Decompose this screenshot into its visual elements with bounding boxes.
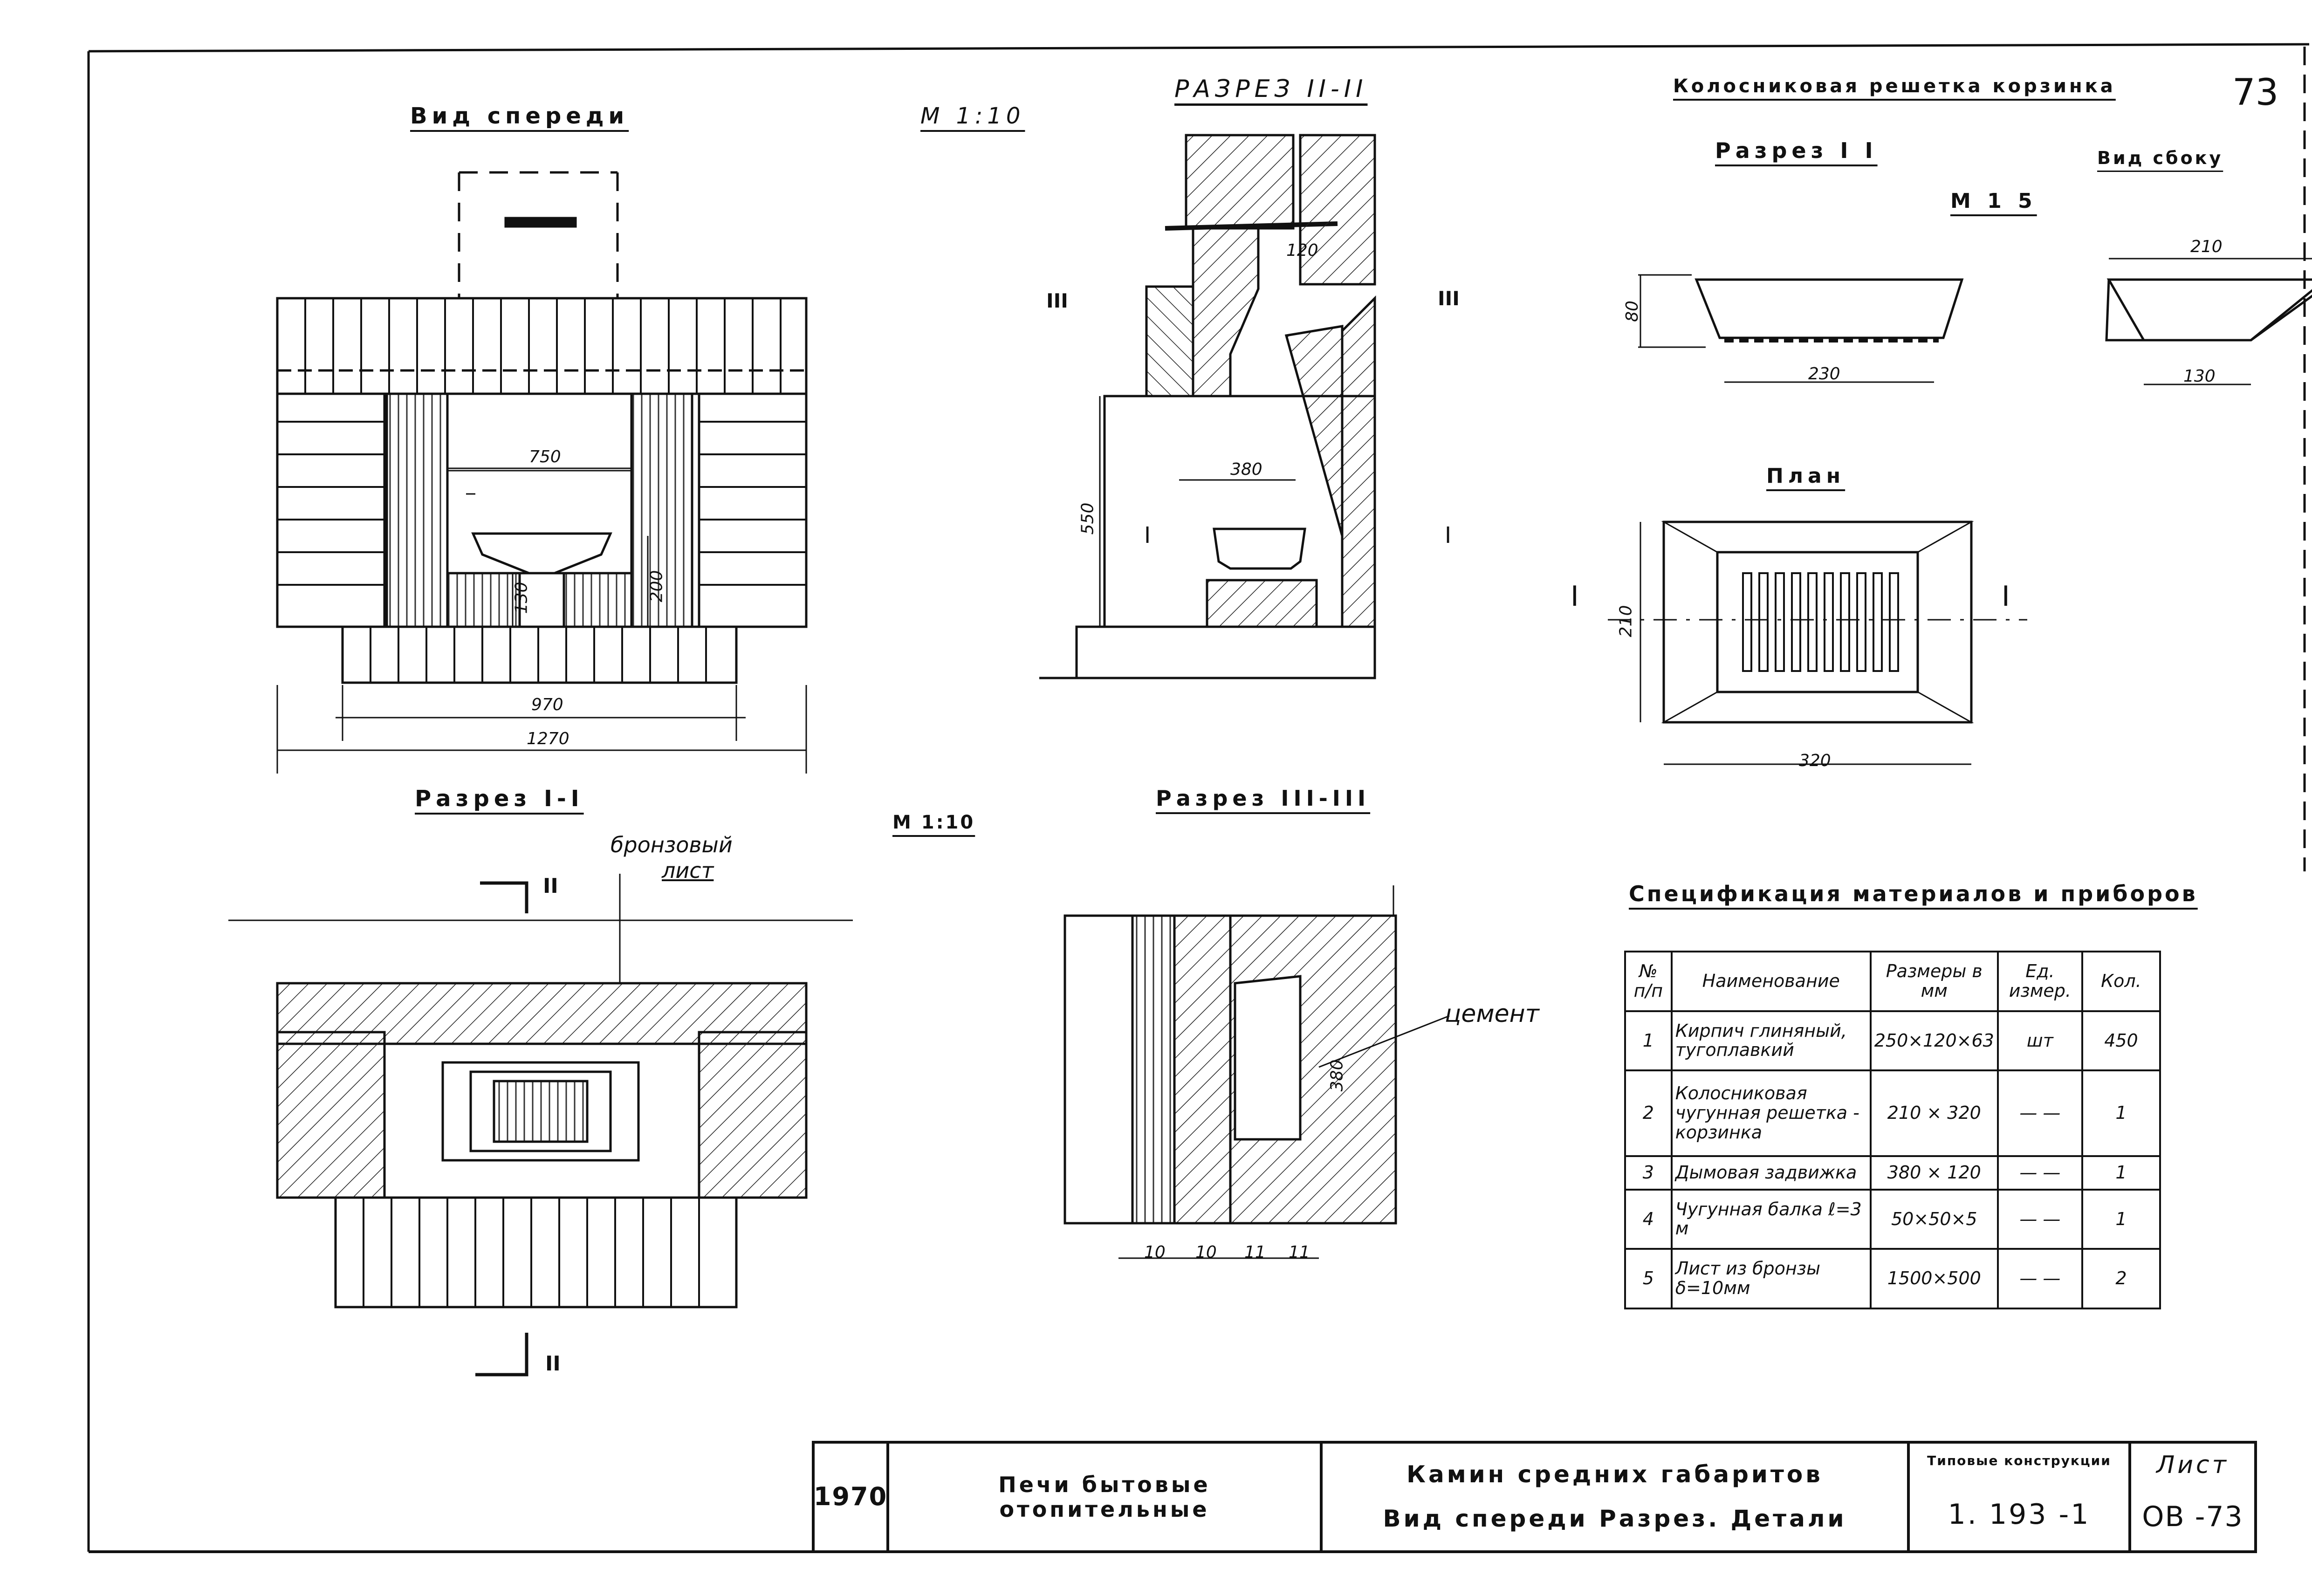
- plan-view: [1608, 521, 2027, 765]
- plan-title: План: [1766, 464, 1845, 488]
- spec-cell-qty: 1: [2081, 1188, 2161, 1250]
- grate-scale: М 1 5: [1950, 189, 2037, 213]
- dim-section2-550: 550: [1078, 502, 1098, 535]
- spec-cell-size: 380 × 120: [1869, 1155, 1999, 1191]
- front-view: [276, 171, 808, 774]
- section-1-title: Разрез I-I: [415, 786, 584, 812]
- title-block-drawing-title-2: Вид спереди Разрез. Детали: [1383, 1505, 1847, 1533]
- title-block-sheet-code: ОВ -73: [2142, 1500, 2243, 1533]
- dim-section3-380: 380: [1327, 1059, 1347, 1092]
- title-block: [812, 1441, 2257, 1553]
- page-number: 73: [2232, 72, 2279, 114]
- spec-cell-qty: 1: [2081, 1069, 2161, 1157]
- dim-height-130: 130: [512, 582, 531, 614]
- section-3-view: [1063, 885, 1450, 1259]
- dim-grate-side-130: 130: [2183, 367, 2216, 386]
- section-2-view: [1039, 134, 1376, 679]
- spec-cell-unit: — —: [1996, 1069, 2083, 1157]
- dim-plan-320: 320: [1799, 751, 1831, 770]
- marker-section2-bottom: II: [545, 1352, 561, 1376]
- spec-cell-name: Лист из бронзы δ=10мм: [1670, 1248, 1872, 1309]
- section-2-title: РАЗРЕЗ II-II: [1174, 75, 1368, 103]
- title-block-category: Печи бытовые отопительные: [998, 1472, 1211, 1522]
- spec-cell-size: 210 × 320: [1869, 1069, 1999, 1157]
- spec-title: Спецификация материалов и приборов: [1629, 881, 2198, 906]
- note-cement: цемент: [1445, 1000, 1539, 1028]
- grate-side-title: Вид сбоку: [2097, 148, 2223, 168]
- spec-header-size: Размеры в мм: [1869, 951, 1999, 1012]
- spec-header-unit: Ед. измер.: [1996, 951, 2083, 1012]
- spec-table: № п/п Наименование Размеры в мм Ед. изме…: [1624, 951, 2161, 1309]
- marker-section3-left: III: [1046, 289, 1068, 312]
- spec-row: 5 Лист из бронзы δ=10мм 1500×500 — — 2: [1624, 1248, 2161, 1309]
- spec-cell-qty: 450: [2081, 1010, 2161, 1072]
- spec-cell-name: Чугунная балка ℓ=3 м: [1670, 1188, 1872, 1250]
- spec-cell-unit: — —: [1996, 1155, 2083, 1191]
- marker-plan-left: I: [1571, 580, 1579, 613]
- brick-joints-top: [304, 298, 782, 394]
- marker-section2-top: II: [543, 874, 558, 898]
- spec-cell-name: Дымовая задвижка: [1670, 1155, 1872, 1191]
- spec-cell-n: 4: [1624, 1188, 1673, 1250]
- title-block-series-label: Типовые конструкции: [1927, 1452, 2111, 1468]
- dim-grate-230: 230: [1808, 364, 1840, 384]
- spec-cell-name: Кирпич глиняный, тугоплавкий: [1670, 1010, 1872, 1072]
- dim-overall-1270: 1270: [527, 729, 569, 748]
- spec-cell-size: 1500×500: [1869, 1248, 1999, 1309]
- grate-slots: [1742, 572, 1899, 672]
- spec-cell-unit: — —: [1996, 1248, 2083, 1309]
- spec-cell-unit: — —: [1996, 1188, 2083, 1250]
- marker-section3-right: III: [1438, 287, 1460, 310]
- dim-grate-side-210: 210: [2190, 237, 2223, 256]
- dim-section2-380: 380: [1230, 460, 1262, 479]
- grate-section-title: Разрез I I: [1715, 138, 1878, 163]
- dim-grate-80: 80: [1622, 301, 1642, 322]
- front-view-title: Вид спереди: [410, 103, 629, 129]
- spec-row: 2 Колосниковая чугунная решетка - корзин…: [1624, 1069, 2161, 1157]
- dim-plan-210: 210: [1616, 605, 1636, 637]
- spec-cell-n: 2: [1624, 1069, 1673, 1157]
- spec-cell-unit: шт: [1996, 1010, 2083, 1072]
- spec-row: 3 Дымовая задвижка 380 × 120 — — 1: [1624, 1155, 2161, 1191]
- spec-cell-size: 50×50×5: [1869, 1188, 1999, 1250]
- section-3-title: Разрез III-III: [1156, 786, 1371, 811]
- spec-cell-qty: 1: [2081, 1155, 2161, 1191]
- title-block-sheet-label: Лист: [2156, 1451, 2229, 1480]
- title-block-series-code: 1. 193 -1: [1948, 1498, 2091, 1531]
- spec-header-qty: Кол.: [2081, 951, 2161, 1012]
- title-block-year: 1970: [813, 1482, 888, 1512]
- dim-section3-bottom-1: 10: [1144, 1243, 1166, 1262]
- spec-cell-size: 250×120×63: [1869, 1010, 1999, 1072]
- spec-row: 4 Чугунная балка ℓ=3 м 50×50×5 — — 1: [1624, 1188, 2161, 1250]
- title-block-drawing-title-1: Камин средних габаритов: [1406, 1461, 1823, 1488]
- section-1-scale: М 1:10: [892, 812, 975, 833]
- spec-cell-name: Колосниковая чугунная решетка - корзинка: [1670, 1069, 1872, 1157]
- spec-cell-qty: 2: [2081, 1248, 2161, 1309]
- spec-header-row: № п/п Наименование Размеры в мм Ед. изме…: [1624, 951, 2161, 1012]
- marker-plan-right: I: [2002, 580, 2010, 613]
- note-bronze-line2: лист: [662, 858, 714, 883]
- section-1-view: [228, 493, 853, 1377]
- spec-cell-n: 3: [1624, 1155, 1673, 1191]
- spec-header-name: Наименование: [1670, 951, 1872, 1012]
- dim-section3-bottom-2: 10: [1195, 1243, 1217, 1262]
- dim-base-970: 970: [531, 695, 563, 714]
- marker-section1-left: I: [1144, 522, 1151, 548]
- dim-section3-bottom-4: 11: [1289, 1243, 1310, 1262]
- grate-detail: [1638, 258, 2312, 385]
- spec-row: 1 Кирпич глиняный, тугоплавкий 250×120×6…: [1624, 1010, 2161, 1072]
- dim-opening-width: 750: [529, 447, 561, 466]
- spec-cell-n: 1: [1624, 1010, 1673, 1072]
- grate-title: Колосниковая решетка корзинка: [1673, 75, 2116, 97]
- marker-section1-right: I: [1445, 522, 1452, 548]
- dim-section2-120: 120: [1286, 241, 1318, 260]
- dim-height-200: 200: [647, 570, 666, 603]
- dim-section3-bottom-3: 11: [1244, 1243, 1266, 1262]
- spec-header-n: № п/п: [1624, 951, 1673, 1012]
- note-bronze-line1: бронзовый: [611, 832, 733, 857]
- spec-cell-n: 5: [1624, 1248, 1673, 1309]
- front-view-scale: М 1:10: [920, 103, 1025, 129]
